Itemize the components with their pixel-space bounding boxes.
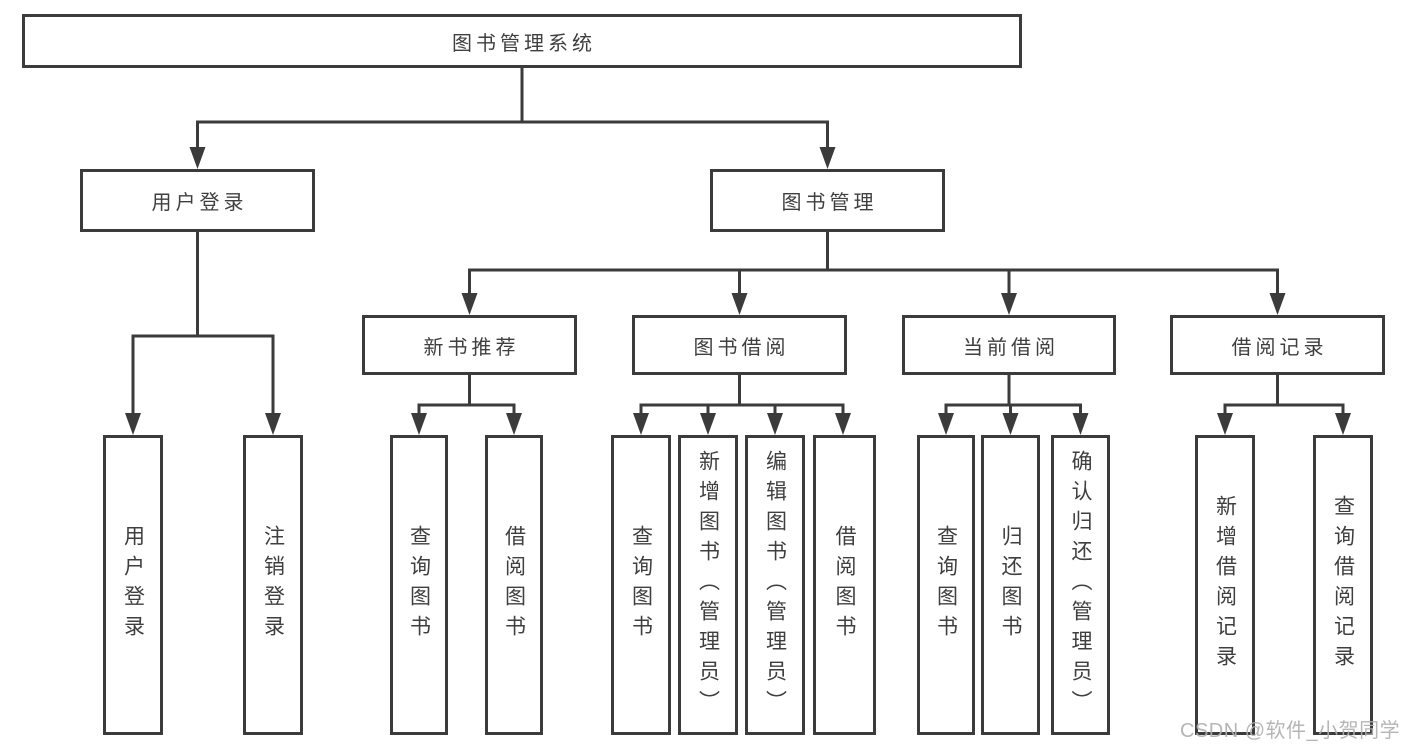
node-label: 借阅记录	[1231, 336, 1328, 359]
node-label: 新增借阅记录	[1213, 495, 1237, 675]
leaf-add-borrow-record: 新增借阅记录	[1195, 435, 1255, 735]
node-label: 查询图书	[407, 525, 431, 645]
arrowheads	[125, 147, 1351, 435]
node-label: 新书推荐	[423, 336, 520, 359]
leaf-logout: 注销登录	[243, 435, 303, 735]
csdn-watermark: CSDN @软件_小贺同学	[1180, 720, 1401, 742]
node-label: 查询图书	[934, 525, 958, 645]
leaf-return-books: 归还图书	[981, 435, 1040, 735]
node-label: 用户登录	[151, 192, 248, 214]
node-new-book-recommend: 新书推荐	[362, 315, 577, 375]
leaf-borrow-books: 借阅图书	[813, 435, 876, 735]
node-book-management: 图书管理	[710, 169, 945, 232]
node-label: 图书管理系统	[452, 32, 596, 55]
node-label: 当前借阅	[963, 336, 1059, 359]
node-label: 新增图书（管理员）	[696, 450, 720, 720]
leaf-current-query-books: 查询图书	[917, 435, 975, 735]
node-label: 借阅图书	[502, 525, 526, 645]
node-label: 编辑图书（管理员）	[763, 450, 787, 720]
node-label: 查询借阅记录	[1331, 495, 1355, 675]
node-label: 查询图书	[629, 525, 653, 645]
node-label: 借阅图书	[833, 525, 856, 645]
leaf-user-login: 用户登录	[103, 435, 163, 735]
node-book-borrowing: 图书借阅	[632, 315, 847, 375]
leaf-recommend-query-books: 查询图书	[390, 435, 448, 735]
leaf-borrowing-query-books: 查询图书	[611, 435, 671, 735]
node-label: 确认归还（管理员）	[1069, 450, 1092, 720]
node-user-login: 用户登录	[80, 169, 315, 232]
node-label: 图书借阅	[693, 336, 790, 359]
node-borrowing-records: 借阅记录	[1170, 315, 1385, 375]
node-label: 归还图书	[999, 525, 1022, 645]
leaf-query-borrow-record: 查询借阅记录	[1313, 435, 1373, 735]
node-current-borrowing: 当前借阅	[902, 315, 1116, 375]
node-label: 图书管理	[781, 192, 878, 214]
leaf-recommend-borrow-books: 借阅图书	[485, 435, 543, 735]
leaf-add-books-admin: 新增图书（管理员）	[678, 435, 738, 735]
node-label: 注销登录	[261, 525, 285, 645]
node-library-system: 图书管理系统	[22, 14, 1022, 68]
leaf-confirm-return-admin: 确认归还（管理员）	[1051, 435, 1110, 735]
node-label: 用户登录	[121, 525, 145, 645]
leaf-edit-books-admin: 编辑图书（管理员）	[745, 435, 805, 735]
